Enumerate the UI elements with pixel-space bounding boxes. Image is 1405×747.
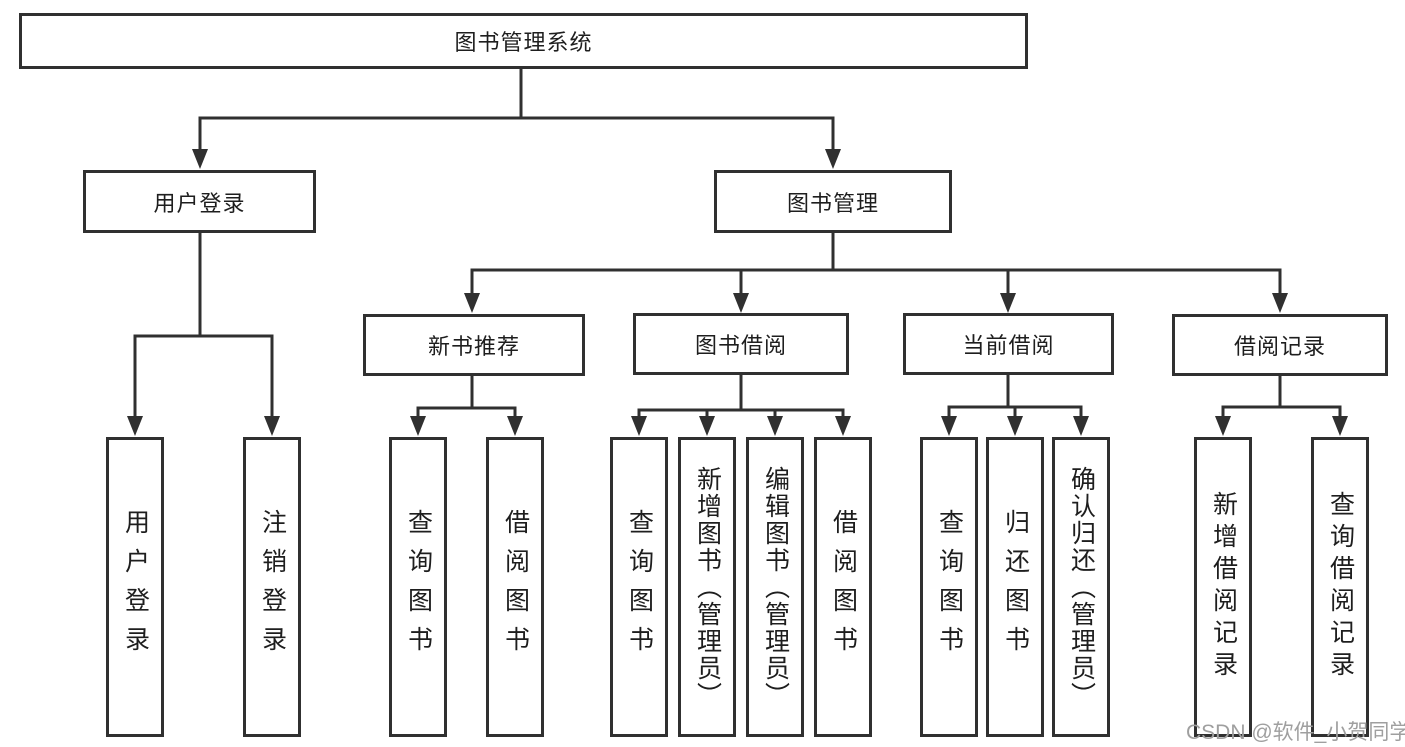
leaf-user-login: 用户登录 [106, 437, 164, 737]
leaf-bb-borrow-books: 借阅图书 [814, 437, 872, 737]
leaf-cb-confirm-return-admin: 确认归还（管理员） [1052, 437, 1110, 737]
leaf-bb-edit-books-admin: 编辑图书（管理员） [746, 437, 804, 737]
node-book-management: 图书管理 [714, 170, 952, 233]
node-new-book-recommend: 新书推荐 [363, 314, 585, 376]
leaf-cb-return-books: 归还图书 [986, 437, 1044, 737]
node-library-management-system: 图书管理系统 [19, 13, 1028, 69]
leaf-br-add-record: 新增借阅记录 [1194, 437, 1252, 737]
leaf-cb-query-books: 查询图书 [920, 437, 978, 737]
node-user-login: 用户登录 [83, 170, 316, 233]
leaf-logout: 注销登录 [243, 437, 301, 737]
leaf-nb-query-books: 查询图书 [389, 437, 447, 737]
csdn-watermark: CSDN @软件_小贺同学 [1186, 721, 1405, 744]
leaf-bb-query-books: 查询图书 [610, 437, 668, 737]
leaf-bb-add-books-admin: 新增图书（管理员） [678, 437, 736, 737]
node-borrow-records: 借阅记录 [1172, 314, 1388, 376]
node-current-borrow: 当前借阅 [903, 313, 1114, 375]
node-book-borrow: 图书借阅 [633, 313, 849, 375]
leaf-nb-borrow-books: 借阅图书 [486, 437, 544, 737]
leaf-br-query-record: 查询借阅记录 [1311, 437, 1369, 737]
